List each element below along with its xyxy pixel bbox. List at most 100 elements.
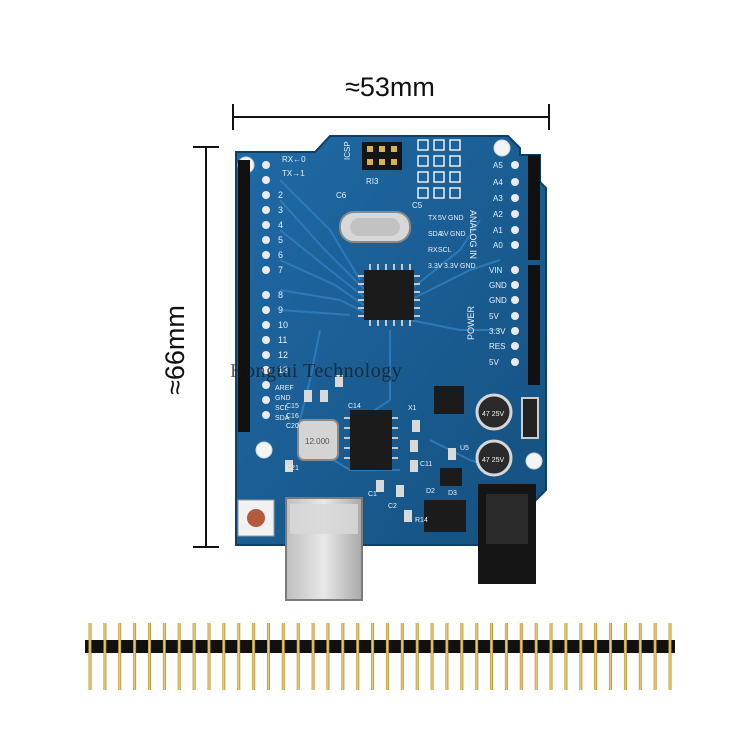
right-header-pads (511, 161, 519, 366)
header-pin (118, 623, 122, 690)
svg-text:C21: C21 (286, 465, 299, 472)
svg-text:GND: GND (450, 231, 466, 238)
header-pin (356, 623, 360, 690)
smd-ic (440, 468, 462, 486)
svg-text:3.3V: 3.3V (444, 263, 459, 270)
svg-text:GND: GND (460, 263, 476, 270)
analog-header-label: ANALOG IN (468, 210, 478, 259)
svg-text:TX: TX (428, 215, 437, 222)
digital-header-pads (262, 161, 270, 419)
header-pin (579, 623, 583, 690)
pcb-silkscreen: RX←0 TX→1 ICSP RI3 C6 C5 2 3 4 5 6 7 8 9… (275, 141, 507, 524)
svg-text:AREF: AREF (275, 385, 294, 392)
header-pin (192, 623, 196, 690)
power-pin-labels: VIN GND GND 5V 3.3V RES 5V (489, 266, 507, 367)
header-pin (281, 623, 285, 690)
header-pin (534, 623, 538, 690)
header-pin (415, 623, 419, 690)
svg-text:5V: 5V (489, 312, 499, 321)
crystal-label: 12.000 (305, 437, 330, 446)
digital-pin-labels: 2 3 4 5 6 7 8 9 10 11 12 13 (278, 190, 288, 375)
header-pin (623, 623, 627, 690)
header-pin (430, 623, 434, 690)
svg-text:9: 9 (278, 305, 283, 315)
mounting-hole (493, 139, 511, 157)
svg-text:C20: C20 (286, 423, 299, 430)
header-pin (162, 623, 166, 690)
header-pin (445, 623, 449, 690)
header-pin (490, 623, 493, 690)
svg-text:8: 8 (278, 290, 283, 300)
usb-serial-chip (350, 410, 392, 470)
mcu-chip (358, 264, 420, 326)
svg-text:5V: 5V (489, 358, 499, 367)
header-pin (504, 623, 508, 690)
svg-text:R14: R14 (415, 517, 428, 524)
diode (521, 397, 539, 439)
svg-text:5V: 5V (438, 215, 447, 222)
svg-text:GND: GND (275, 395, 291, 402)
analog-pin-labels: A5 A4 A3 A2 A1 A0 (493, 161, 503, 250)
regulator (424, 500, 466, 532)
capacitor-label-2: 47 25V (482, 457, 505, 464)
header-pin (460, 623, 464, 690)
svg-text:12: 12 (278, 350, 288, 360)
side-labels: AREF GND SCL SDA (275, 385, 294, 422)
svg-text:U5: U5 (460, 445, 469, 452)
reset-button (247, 509, 265, 527)
svg-text:3.3V: 3.3V (489, 327, 506, 336)
pad-grid (417, 139, 461, 199)
svg-text:GND: GND (448, 215, 464, 222)
capacitor-1 (475, 393, 513, 431)
header-pin (311, 623, 315, 690)
header-pin (668, 623, 672, 690)
header-pin (252, 623, 256, 690)
header-pin (385, 623, 389, 690)
svg-text:VIN: VIN (489, 266, 503, 275)
smd-components (285, 375, 456, 522)
header-pin (326, 623, 330, 690)
svg-text:C14: C14 (348, 403, 361, 410)
width-dimension-label: ≈53mm (345, 72, 435, 102)
header-pin (267, 623, 270, 690)
svg-text:RES: RES (489, 342, 505, 351)
svg-text:A5: A5 (493, 161, 503, 170)
width-dimension-line (232, 116, 550, 118)
power-header-label: POWER (466, 305, 476, 340)
header-pin (148, 623, 151, 690)
header-pin (222, 623, 226, 690)
svg-text:6: 6 (278, 250, 283, 260)
capacitor-2 (475, 439, 513, 477)
header-pin (594, 623, 598, 690)
svg-text:SDA: SDA (275, 415, 290, 422)
svg-text:GND: GND (489, 281, 507, 290)
svg-text:SCL: SCL (275, 405, 289, 412)
height-dimension-cap-bottom (193, 546, 219, 548)
svg-text:GND: GND (489, 296, 507, 305)
svg-text:D3: D3 (448, 490, 457, 497)
height-dimension-line (205, 146, 207, 548)
header-pin (88, 623, 92, 690)
svg-text:10: 10 (278, 320, 288, 330)
svg-text:D2: D2 (426, 488, 435, 495)
svg-text:C2: C2 (388, 503, 397, 510)
header-pin (237, 623, 241, 690)
header-pin (653, 623, 657, 690)
label-rx: RX←0 (282, 155, 306, 164)
svg-text:3: 3 (278, 205, 283, 215)
header-pin (549, 623, 553, 690)
width-dimension-cap-right (548, 104, 550, 130)
header-pin (475, 623, 479, 690)
svg-text:4: 4 (278, 220, 283, 230)
watermark: Hongtai Technology (230, 360, 403, 382)
svg-text:13: 13 (278, 365, 288, 375)
header-pin (564, 623, 568, 690)
svg-text:A3: A3 (493, 194, 503, 203)
header-pin (133, 623, 137, 690)
misc-component-labels: C14 C15 C16 C20 C21 C11 C1 C2 R14 U5 X1 … (286, 403, 469, 524)
label-ri3: RI3 (366, 177, 379, 186)
regulator (434, 386, 464, 414)
pin-header-strip (85, 623, 675, 690)
